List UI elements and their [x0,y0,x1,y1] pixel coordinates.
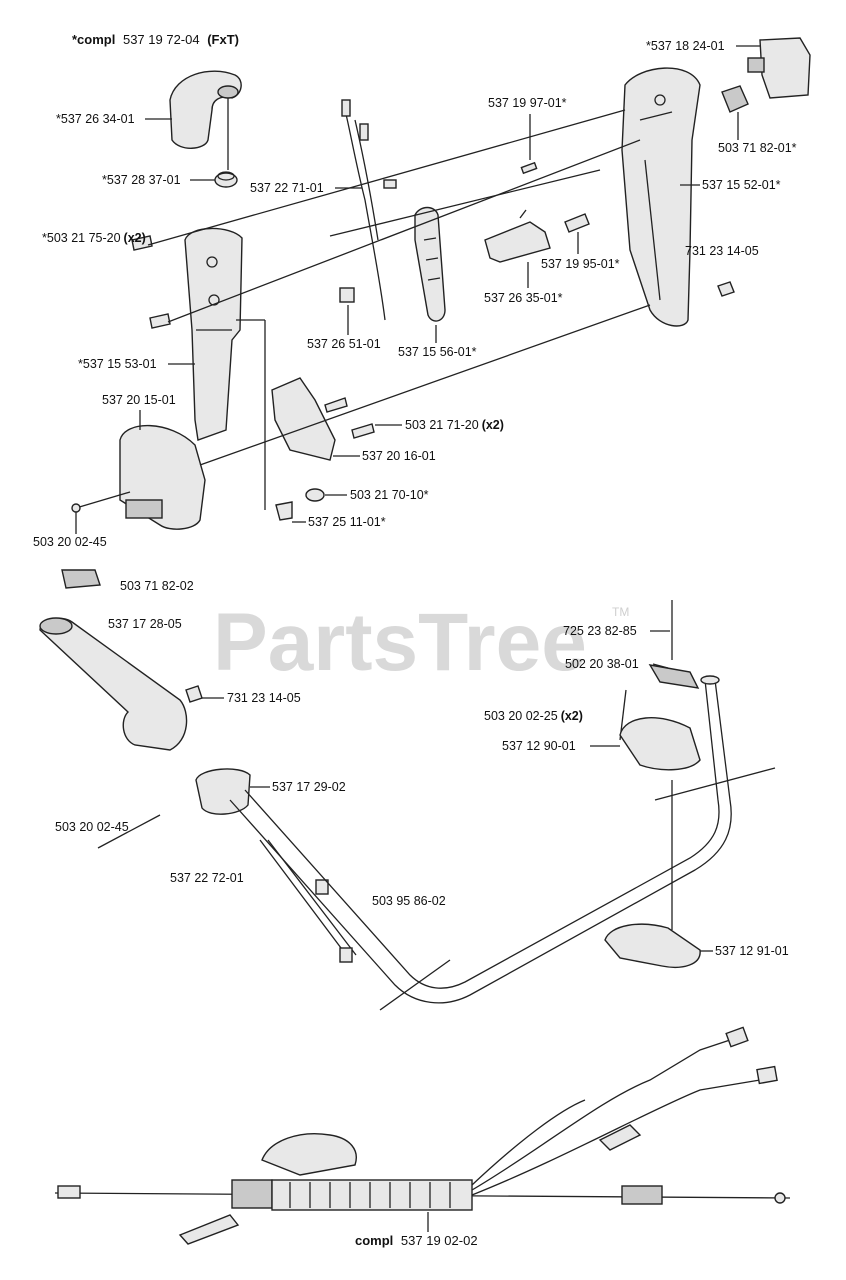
label-537-22-71-01: 537 22 71-01 [250,181,324,195]
footer-compl: compl 537 19 02-02 [355,1233,478,1248]
label-502-20-38-01: 502 20 38-01 [565,657,639,671]
pin-part [564,213,590,233]
label-537-17-29-02: 537 17 29-02 [272,780,346,794]
nut-part-2 [185,685,203,703]
clamp-top-part [619,717,701,771]
label-503-71-82-01: 503 71 82-01* [718,141,797,155]
label-537-26-51-01: 537 26 51-01 [307,337,381,351]
screw-small-part [305,488,325,502]
cut-line-2 [654,767,776,801]
label-731-23-14-05: 731 23 14-05 [227,691,301,705]
label-537-17-28-05: 537 17 28-05 [108,617,182,631]
guard-part [747,37,811,99]
assembly-lines [147,109,651,510]
bracket-part [119,424,206,530]
label-537-15-56-01: 537 15 56-01* [398,345,477,359]
nut-part [717,281,735,297]
label-537-26-34-01: *537 26 34-01 [56,112,135,126]
screw-pair-part-2 [324,397,348,413]
label-503-95-86-02: 503 95 86-02 [372,894,446,908]
label-503-20-02-45: 503 20 02-45 [33,535,107,549]
label-537-20-16-01: 537 20 16-01 [362,449,436,463]
label-537-15-52-01: 537 15 52-01* [702,178,781,192]
label-503-20-02-45-mid: 503 20 02-45 [55,820,129,834]
label-537-19-95-01: 537 19 95-01* [541,257,620,271]
label-537-19-97-01: 537 19 97-01* [488,96,567,110]
label-537-12-90-01: 537 12 90-01 [502,739,576,753]
label-503-71-82-02: 503 71 82-02 [120,579,194,593]
plate-part [648,664,700,689]
label-537-12-91-01: 537 12 91-01 [715,944,789,958]
throttle-cable-assembly [54,1026,791,1245]
clip-part [339,287,355,303]
label-503-21-71-20: 503 21 71-20(x2) [405,418,504,432]
watermark: PartsTree [213,597,587,688]
switch-part [61,569,101,589]
label-503-21-75-20: *503 21 75-20(x2) [42,231,146,245]
label-537-25-11-01: 537 25 11-01* [308,515,386,529]
cable-part [259,839,357,963]
label-503-21-70-10: 503 21 70-10* [350,488,429,502]
watermark-tm: TM [612,605,629,619]
header-compl: *compl 537 19 72-04 (FxT) [72,32,239,47]
label-537-18-24-01: *537 18 24-01 [646,39,725,53]
small-pin-part [520,161,538,175]
knob-part [721,85,749,113]
screw-pair-part [351,423,375,439]
label-725-23-82-85: 725 23 82-85 [563,624,637,638]
cover-part [271,377,336,461]
spring-part [214,171,238,188]
label-537-20-15-01: 537 20 15-01 [102,393,176,407]
clip-small-part [275,501,293,521]
screw-part [131,235,171,329]
label-537-26-35-01: 537 26 35-01* [484,291,563,305]
cut-line [379,959,451,1011]
throttle-cap-part [169,70,242,170]
trigger-part [414,206,446,322]
label-731-23-14-05-top: 731 23 14-05 [685,244,759,258]
label-537-15-53-01: *537 15 53-01 [78,357,157,371]
part-labels: *537 26 34-01 *537 28 37-01 *503 21 75-2… [33,39,797,1248]
screw-long-part-2 [97,814,161,849]
label-503-20-02-25: 503 20 02-25(x2) [484,709,583,723]
screw-long-part [71,491,131,513]
clamp-part [195,768,251,815]
label-537-22-72-01: 537 22 72-01 [170,871,244,885]
left-housing-part [184,227,243,441]
handlebar-part [229,675,732,1004]
leader [652,663,669,669]
lever-part [484,209,551,263]
label-537-28-37-01: *537 28 37-01 [102,173,181,187]
wire-harness-part [341,99,397,321]
right-housing-part [621,67,701,327]
grip-part [39,617,188,751]
clamp-bottom-part [604,923,701,968]
